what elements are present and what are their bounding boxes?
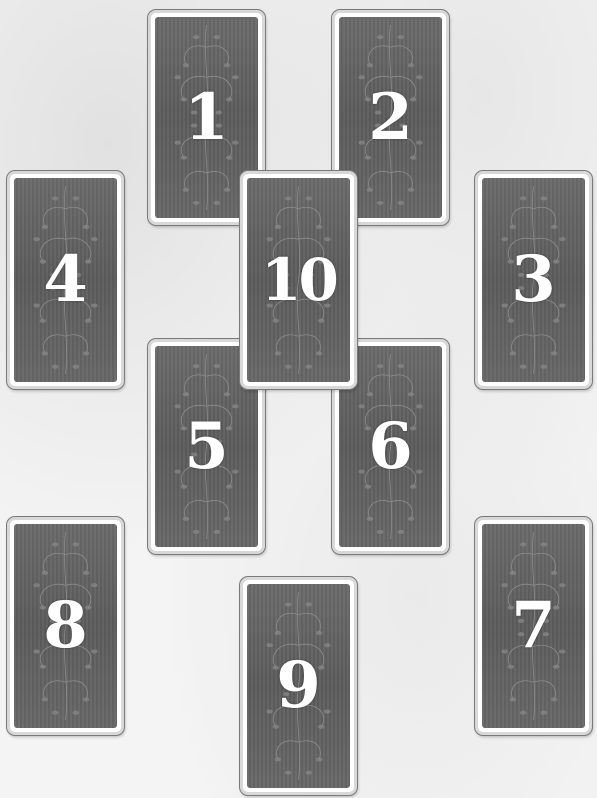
card-number: 5	[155, 415, 258, 479]
card-number: 3	[482, 248, 585, 312]
tarot-card-7[interactable]: 7	[475, 517, 592, 735]
card-back-pattern: 4	[14, 178, 117, 382]
card-number: 2	[339, 86, 442, 150]
card-number: 7	[482, 594, 585, 658]
card-back-pattern: 10	[247, 178, 350, 382]
tarot-card-10[interactable]: 10	[240, 171, 357, 389]
tarot-card-4[interactable]: 4	[7, 171, 124, 389]
card-back-pattern: 7	[482, 524, 585, 728]
tarot-card-9[interactable]: 9	[240, 577, 357, 795]
card-number: 8	[14, 594, 117, 658]
card-number: 4	[14, 248, 117, 312]
card-number: 1	[155, 86, 258, 150]
card-number: 6	[339, 415, 442, 479]
card-back-pattern: 3	[482, 178, 585, 382]
tarot-card-8[interactable]: 8	[7, 517, 124, 735]
tarot-card-3[interactable]: 3	[475, 171, 592, 389]
card-number: 9	[247, 654, 350, 718]
card-number: 10	[247, 251, 350, 309]
card-back-pattern: 9	[247, 584, 350, 788]
card-back-pattern: 8	[14, 524, 117, 728]
